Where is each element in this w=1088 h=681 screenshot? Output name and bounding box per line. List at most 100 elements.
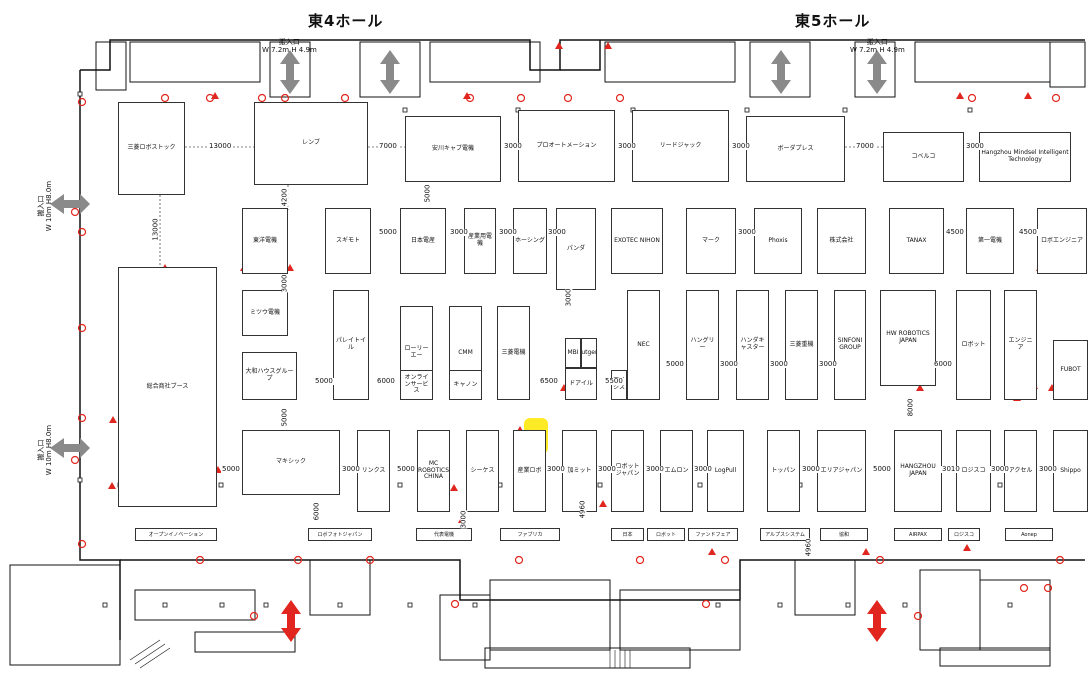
- bar-booth-1[interactable]: オープンイノベーション: [135, 528, 217, 541]
- bar-booth-6[interactable]: ロボット: [647, 528, 685, 541]
- booth-r5-shippo[interactable]: Shippo: [1053, 430, 1088, 512]
- booth-r2-h[interactable]: 株式会社: [817, 208, 866, 274]
- booth-r2-f[interactable]: パンダ: [556, 208, 596, 290]
- booth-r3-i[interactable]: ハングリー: [686, 290, 719, 400]
- booth-label: 大和ハウスグループ: [245, 368, 294, 382]
- booth-r5-a[interactable]: リンクス: [357, 430, 390, 512]
- dimension-label: 3000: [547, 228, 567, 236]
- booth-r5-mc[interactable]: MC ROBOTICS CHINA: [417, 430, 450, 512]
- bar-label: オープンイノベーション: [148, 532, 204, 538]
- booth-r2-b[interactable]: スギモト: [325, 208, 371, 274]
- bar-booth-9[interactable]: 協和: [820, 528, 868, 541]
- booth-r3-j2[interactable]: ハンダキャスター: [736, 290, 769, 400]
- booth-r3-g[interactable]: ドアイル: [565, 368, 597, 400]
- booth-label: ボーダプレス: [777, 144, 814, 152]
- fire-hydrant-marker: [967, 93, 977, 103]
- booth-r1-worldpress[interactable]: ボーダプレス: [746, 116, 845, 182]
- booth-r4-a[interactable]: 大和ハウスグループ: [242, 352, 297, 400]
- booth-r3-sinfon[interactable]: SINFONI GROUP: [834, 290, 866, 400]
- booth-r3-mbi[interactable]: MBI: [565, 338, 581, 368]
- booth-r5-f[interactable]: エムロン: [660, 430, 693, 512]
- bar-booth-12[interactable]: Aonep: [1005, 528, 1053, 541]
- booth-r2-g[interactable]: マーク: [686, 208, 736, 274]
- bar-booth-2[interactable]: ロボフォトジャパン: [308, 528, 372, 541]
- bar-label: ファンドフェア: [695, 532, 731, 538]
- bar-label: 協和: [838, 532, 849, 538]
- booth-label: 株式会社: [829, 236, 854, 244]
- booth-r3-hw[interactable]: HW ROBOTICS JAPAN: [880, 290, 936, 386]
- bar-booth-4[interactable]: ファブリカ: [500, 528, 560, 541]
- booth-left-big[interactable]: 総合商社ブース: [118, 267, 217, 507]
- warning-triangle-marker: [956, 92, 964, 99]
- dimension-label: 13000: [151, 218, 160, 241]
- booth-r2-a[interactable]: 東洋電機: [242, 208, 288, 274]
- booth-label: MC ROBOTICS CHINA: [417, 460, 450, 481]
- bar-booth-10[interactable]: AIRPAX: [894, 528, 942, 541]
- booth-r1-pro-automation[interactable]: プロオートメーション: [518, 110, 615, 182]
- bar-booth-3[interactable]: 代表電機: [416, 528, 472, 541]
- booth-label: Phoxis: [768, 236, 788, 244]
- booth-r1-robostock[interactable]: 三菱ロボストック: [118, 102, 185, 195]
- pillar-marker: [842, 107, 848, 113]
- booth-r1-hangzhou[interactable]: Hangzhou Mindsel Intelligent Technology: [979, 132, 1071, 182]
- fire-hydrant-marker: [249, 611, 259, 621]
- booth-r2-i[interactable]: 第一電機: [966, 208, 1014, 274]
- booth-r3-a[interactable]: ミツウ電機: [242, 290, 288, 336]
- booth-r5-logpull[interactable]: LogPull: [707, 430, 744, 512]
- booth-r2-exotec[interactable]: EXOTEC NIHON: [611, 208, 663, 274]
- booth-r2-tanax[interactable]: TANAX: [889, 208, 944, 274]
- bar-booth-7[interactable]: ファンドフェア: [688, 528, 738, 541]
- booth-r1-yaskawa[interactable]: 安川キャブ電機: [405, 116, 501, 182]
- booth-r5-h[interactable]: エリアジャパン: [817, 430, 866, 512]
- pillar-marker: [337, 602, 343, 608]
- booth-r3-rutgers[interactable]: Rutgers: [581, 338, 597, 368]
- fire-hydrant-marker: [514, 555, 524, 565]
- booth-r1-kobelco[interactable]: コベルコ: [883, 132, 964, 182]
- booth-r4-f[interactable]: アイシス: [611, 370, 627, 400]
- booth-r2-j[interactable]: ロボエンジニア: [1037, 208, 1087, 274]
- booth-label: 三菱重機: [789, 340, 814, 348]
- booth-r5-c[interactable]: 産業ロボ: [513, 430, 546, 512]
- bar-booth-8[interactable]: アルプスシステム: [760, 528, 810, 541]
- booth-r5-hangzhou[interactable]: HANGZHOU JAPAN: [894, 430, 942, 512]
- booth-r3-e[interactable]: 三菱電機: [497, 306, 530, 400]
- bar-booth-5[interactable]: 日本: [611, 528, 644, 541]
- booth-r3-b[interactable]: パレイトイル: [333, 290, 369, 400]
- booth-r2-e[interactable]: ホーシング: [513, 208, 547, 274]
- booth-r1-leadjack[interactable]: リードジャック: [632, 110, 729, 182]
- booth-label: TANAX: [906, 236, 927, 244]
- booth-r1-keyence[interactable]: レンブ: [254, 102, 368, 185]
- booth-r2-phoxis[interactable]: Phoxis: [754, 208, 802, 274]
- booth-label: パンダ: [566, 244, 586, 252]
- booth-r5-d[interactable]: 加ミット: [562, 430, 597, 512]
- dimension-label: 3000: [449, 228, 469, 236]
- fire-hydrant-marker: [1043, 583, 1053, 593]
- booth-r4-e[interactable]: キャノン: [449, 370, 482, 400]
- booth-label: 産業ロボ: [517, 466, 542, 474]
- warning-triangle-marker: [862, 548, 870, 555]
- booth-r3-h[interactable]: NEC: [627, 290, 660, 400]
- bar-label: ファブリカ: [517, 532, 543, 538]
- fire-hydrant-marker: [257, 93, 267, 103]
- booth-r2-d[interactable]: 産業用電機: [464, 208, 496, 274]
- booth-r2-c[interactable]: 日本電産: [400, 208, 446, 274]
- booth-label: HW ROBOTICS JAPAN: [886, 330, 930, 344]
- booth-r5-big[interactable]: マキシック: [242, 430, 340, 495]
- booth-r3-k[interactable]: エンジニア: [1004, 290, 1037, 400]
- warning-triangle-marker: [450, 484, 458, 491]
- dimension-label: 3000: [341, 465, 361, 473]
- booth-r3-k2[interactable]: 三菱重機: [785, 290, 818, 400]
- booth-r3-j[interactable]: ロボット: [956, 290, 991, 400]
- booth-r5-g[interactable]: トッパン: [767, 430, 800, 512]
- booth-r5-i[interactable]: ロジスコ: [956, 430, 991, 512]
- booth-r3-fubot[interactable]: FUBOT: [1053, 340, 1088, 400]
- bar-label: 代表電機: [433, 532, 454, 538]
- booth-r5-b[interactable]: シーケス: [466, 430, 499, 512]
- dimension-label: 3010: [941, 465, 961, 473]
- booth-r4-d[interactable]: オンラインサービス: [400, 370, 433, 400]
- booth-label: 日本電産: [410, 236, 435, 244]
- entrance-label-left-lower: 搬入口 W 10m H8.0m: [37, 424, 54, 476]
- pillar-marker: [845, 602, 851, 608]
- booth-label: オンラインサービス: [404, 374, 429, 395]
- bar-booth-11[interactable]: ロジスコ: [948, 528, 980, 541]
